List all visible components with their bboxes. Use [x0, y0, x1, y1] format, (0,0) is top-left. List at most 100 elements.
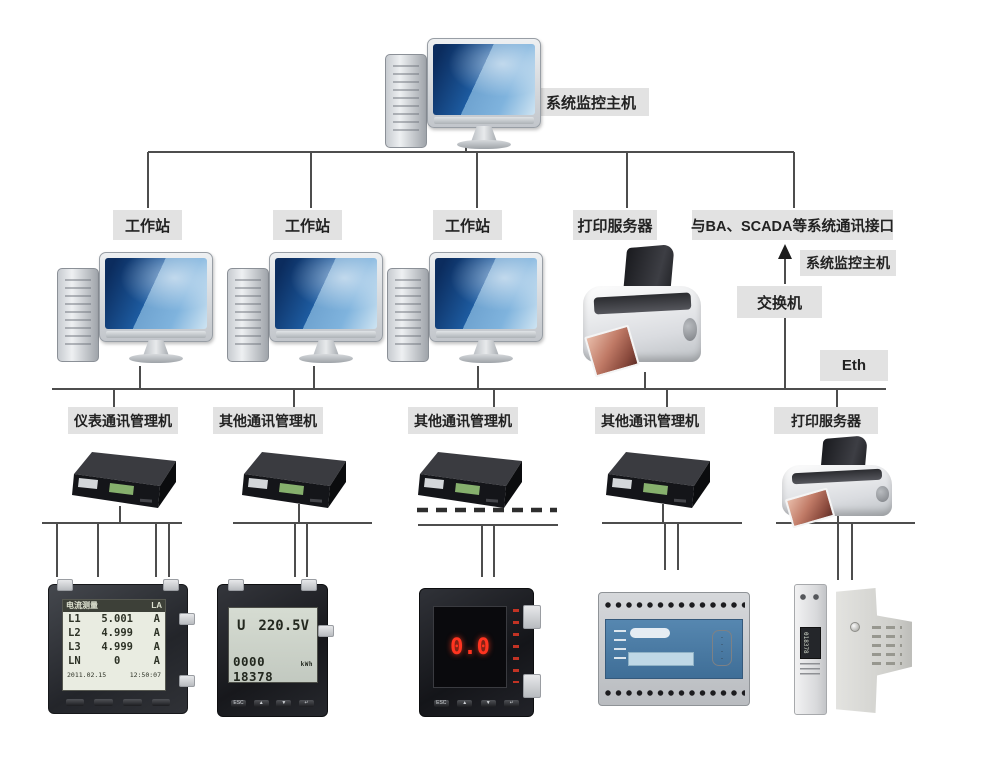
- computer-monitor: [99, 252, 213, 342]
- monitor-base: [299, 354, 353, 363]
- computer-screen: [275, 258, 377, 329]
- mounting-clip: [163, 579, 179, 591]
- down-button[interactable]: ▼: [276, 700, 292, 707]
- mounting-clip: [57, 579, 73, 591]
- mounting-clip: [301, 579, 317, 591]
- meter1-row-l2: L2 4.999 A: [63, 626, 165, 640]
- monitor-base: [457, 140, 511, 149]
- computer-monitor: [427, 38, 541, 128]
- meter3-screen: 0.0: [433, 606, 507, 688]
- monitor-chin: [434, 117, 534, 124]
- label-print-server-2: 打印服务器: [774, 407, 878, 434]
- mounting-clip: [523, 674, 541, 698]
- label-other-comm-manager-3: 其他通讯管理机: [595, 407, 705, 434]
- computer-screen: [105, 258, 207, 329]
- meter-button[interactable]: [65, 699, 85, 706]
- monitor-chin: [106, 331, 206, 338]
- meter3-reading: 0.0: [450, 634, 490, 660]
- label-workstation-2: 工作站: [273, 210, 342, 240]
- label-workstation-3: 工作站: [433, 210, 502, 240]
- monitor-stand: [313, 340, 339, 356]
- meter1-header-left: 电流测量: [66, 601, 98, 610]
- label-meter-comm-manager: 仪表通讯管理机: [68, 407, 178, 434]
- meter3-indicator-leds: [513, 609, 519, 683]
- tower-vents: [235, 279, 261, 351]
- printer-side-knob: [683, 318, 698, 341]
- test-button[interactable]: [850, 622, 860, 632]
- monitor-stand: [143, 340, 169, 356]
- quantity-symbol: U: [237, 618, 246, 634]
- label-workstation-1: 工作站: [113, 210, 182, 240]
- up-button[interactable]: ▲: [457, 700, 473, 707]
- monitor-stand: [473, 340, 499, 356]
- printer-lid-band: [593, 292, 691, 315]
- comm-box-graphic: [606, 452, 710, 508]
- phase-unit: A: [153, 641, 160, 653]
- esc-button[interactable]: ESC: [433, 700, 449, 707]
- model-label-strip: [628, 652, 694, 666]
- meter1-row-l3: L3 4.999 A: [63, 640, 165, 654]
- energy-value: 0000 18378: [233, 654, 274, 684]
- comm-manager-box-2: [242, 448, 350, 510]
- meter-button[interactable]: [151, 699, 171, 706]
- top-host-computer: [383, 38, 541, 152]
- meter1-time: 12:50:07: [129, 671, 161, 679]
- meter1-header-right: LA: [151, 601, 162, 610]
- meter1-screen: 电流测量 LA L1 5.001 A L2 4.999 A L3 4.999 A…: [62, 599, 166, 691]
- printer-secondary: [782, 435, 892, 529]
- computer-tower: [387, 268, 429, 362]
- computer-monitor: [429, 252, 543, 342]
- up-arrow-head: [778, 244, 792, 259]
- brand-logo: [630, 628, 670, 638]
- phase-unit: A: [153, 655, 160, 667]
- label-eth: Eth: [820, 350, 888, 381]
- label-print-server: 打印服务器: [573, 210, 657, 240]
- up-button[interactable]: ▲: [253, 700, 269, 707]
- monitor-chin: [436, 331, 536, 338]
- din-meter-lcd: 018378: [800, 627, 821, 659]
- tower-vents: [65, 279, 91, 351]
- enter-button[interactable]: ↵: [299, 700, 314, 707]
- workstation-computer-1: [55, 252, 213, 366]
- meter1-row-ln: LN 0 A: [63, 654, 165, 668]
- phase-label: L2: [68, 627, 81, 639]
- db9-serial-port[interactable]: [712, 630, 732, 666]
- enter-button[interactable]: ↵: [504, 700, 520, 707]
- computer-monitor: [269, 252, 383, 342]
- voltage-value: 220.5V: [258, 618, 309, 634]
- din-rail-energy-meter: 018378: [794, 584, 827, 715]
- meter1-buttons: [65, 699, 171, 706]
- meter1-header: 电流测量 LA: [63, 600, 165, 612]
- energy-unit: kWh: [300, 661, 313, 668]
- label-monitor-host-right: 系统监控主机: [800, 250, 896, 276]
- tower-vents: [393, 65, 419, 137]
- phase-value: 4.999: [101, 627, 133, 639]
- terminal-strip-top: [603, 596, 745, 614]
- vent-slots: [872, 626, 902, 670]
- voltage-energy-meter: U 220.5V 0000 18378 kWh ESC ▲ ▼ ↵: [217, 579, 334, 717]
- label-other-comm-manager-1: 其他通讯管理机: [213, 407, 323, 434]
- monitor-base: [459, 354, 513, 363]
- phase-label: L1: [68, 613, 81, 625]
- esc-button[interactable]: ESC: [231, 700, 246, 707]
- meter-button[interactable]: [94, 699, 114, 706]
- computer-screen: [433, 44, 535, 115]
- comm-box-graphic: [418, 452, 522, 508]
- panel-text-lines: [614, 630, 626, 664]
- phase-label: LN: [68, 655, 81, 667]
- phase-value: 4.999: [101, 641, 133, 653]
- monitor-stand: [471, 126, 497, 142]
- down-button[interactable]: ▼: [480, 700, 496, 707]
- led-panel-meter: 0.0 ESC ▲ ▼ ↵: [419, 588, 541, 717]
- meter1-footer: 2011.02.15 12:50:07: [63, 671, 165, 679]
- workstation-computer-3: [385, 252, 543, 366]
- mounting-clip: [228, 579, 244, 591]
- printer-main: [583, 244, 701, 378]
- meter-button[interactable]: [122, 699, 142, 706]
- comm-manager-box-3: [418, 448, 526, 510]
- phase-value: 0: [114, 655, 121, 667]
- comm-box-graphic: [242, 452, 346, 508]
- label-top-host: 系统监控主机: [533, 88, 649, 116]
